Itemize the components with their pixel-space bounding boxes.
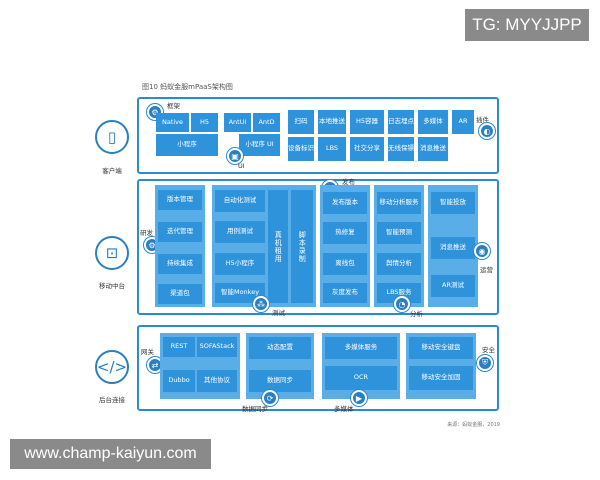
media-service: 多媒体服务 xyxy=(325,337,397,359)
plugin-log: 日志埋点 xyxy=(388,110,414,134)
antui-box: AntUI xyxy=(224,113,251,132)
security-keyboard: 移动安全键盘 xyxy=(409,337,473,359)
test-label: 测试 xyxy=(272,309,285,317)
gateway-sofastack: SOFAStack xyxy=(197,337,237,357)
dev-label: 研发 xyxy=(140,229,153,237)
release-item-version: 发布版本 xyxy=(323,192,367,214)
framework-label: 框架 xyxy=(167,102,180,110)
ui-label: UI xyxy=(238,162,245,170)
datasync-dynamic-config: 动态配置 xyxy=(249,337,311,359)
plugin-lbs: LBS xyxy=(318,137,346,161)
gateway-label: 网关 xyxy=(141,348,154,356)
analysis-label: 分析 xyxy=(410,310,423,318)
test-item-case: 用例测试 xyxy=(215,221,265,243)
release-label: 发布 xyxy=(342,178,355,186)
mini-program-box: 小程序 xyxy=(156,134,218,156)
platform-icon: ⊡ xyxy=(95,236,129,270)
ui-icon: ▣ xyxy=(227,148,243,164)
test-script-record: 脚本录制 xyxy=(291,190,313,303)
plugin-icon: ◐ xyxy=(479,123,495,139)
h5-box: H5 xyxy=(191,113,218,132)
dev-item-version: 版本管理 xyxy=(158,190,202,210)
analysis-icon: ◔ xyxy=(394,296,410,312)
source-note: 来源：蚂蚁金服，2019 xyxy=(447,422,500,428)
plugin-device-id: 设备标识 xyxy=(288,137,314,161)
dev-item-iteration: 迭代管理 xyxy=(158,222,202,242)
analysis-item-lbs: LBS服务 xyxy=(377,283,421,303)
plugin-ar: AR xyxy=(452,110,474,134)
plugin-local-push: 本地推送 xyxy=(318,110,346,134)
test-item-auto: 自动化测试 xyxy=(215,190,265,212)
mobile-platform-label: 移动中台 xyxy=(99,282,125,290)
dev-item-ci: 持续集成 xyxy=(158,254,202,274)
plugin-multimedia: 多媒体 xyxy=(418,110,448,134)
test-item-monkey: 智能Monkey xyxy=(215,283,265,303)
ops-item-push: 消息推送 xyxy=(431,237,475,259)
mini-program-ui-box: 小程序 UI xyxy=(239,134,280,156)
plugin-security-guard: 无线保镖 xyxy=(388,137,414,161)
shield-icon: ⛨ xyxy=(477,355,493,371)
multimedia-icon: ▶ xyxy=(351,390,367,406)
native-box: Native xyxy=(156,113,189,132)
figure-title: 图10 蚂蚁金服mPaaS架构图 xyxy=(142,83,233,91)
code-icon: </> xyxy=(95,350,129,384)
analysis-item-predict: 智能预测 xyxy=(377,222,421,244)
ops-item-delivery: 智能投放 xyxy=(431,192,475,214)
watermark-bottom: www.champ-kaiyun.com xyxy=(10,439,211,469)
ops-label: 运营 xyxy=(480,266,493,274)
plugin-message-push: 消息推送 xyxy=(418,137,448,161)
plugin-label: 插件 xyxy=(476,116,489,124)
security-hardening: 移动安全加固 xyxy=(409,366,473,390)
analysis-item-mobile: 移动分析服务 xyxy=(377,192,421,214)
release-item-hotfix: 热修复 xyxy=(323,222,367,244)
gateway-rest: REST xyxy=(163,337,195,357)
test-item-h5: H5小程序 xyxy=(215,253,265,275)
datasync-sync: 数据同步 xyxy=(249,370,311,392)
dev-item-channel: 渠道包 xyxy=(158,284,202,304)
test-icon: ⁂ xyxy=(253,296,269,312)
client-label: 客户端 xyxy=(102,167,122,175)
ops-icon: ◉ xyxy=(474,243,490,259)
media-ocr: OCR xyxy=(325,366,397,390)
backend-label: 后台连接 xyxy=(99,396,125,404)
gateway-other: 其他协议 xyxy=(197,370,237,392)
multimedia-label: 多媒体 xyxy=(334,405,354,413)
datasync-label: 数据同步 xyxy=(242,405,268,413)
release-item-offline: 离线包 xyxy=(323,253,367,275)
test-real-device: 真机租用 xyxy=(268,190,288,303)
analysis-item-sentiment: 舆情分析 xyxy=(377,253,421,275)
gateway-dubbo: Dubbo xyxy=(163,370,195,392)
watermark-top: TG: MYYJJPP xyxy=(465,9,589,41)
datasync-icon: ⟳ xyxy=(262,390,278,406)
antd-box: AntD xyxy=(253,113,280,132)
ops-item-ar: AR测试 xyxy=(431,275,475,297)
security-label: 安全 xyxy=(482,346,495,354)
release-item-gray: 灰度发布 xyxy=(323,283,367,303)
plugin-h5-container: H5容器 xyxy=(350,110,384,134)
phone-icon: ▯ xyxy=(95,120,129,154)
plugin-scan: 扫码 xyxy=(288,110,314,134)
plugin-social-share: 社交分享 xyxy=(350,137,384,161)
